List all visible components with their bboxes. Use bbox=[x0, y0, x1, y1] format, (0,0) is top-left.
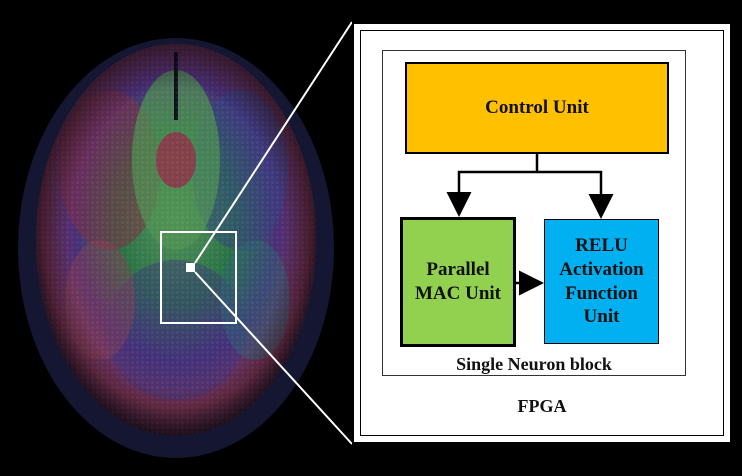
fpga-label: FPGA bbox=[517, 396, 567, 416]
relu-unit-block: RELU Activation Function Unit bbox=[544, 219, 659, 344]
neuron-marker bbox=[186, 263, 195, 272]
mac-unit-label: Parallel MAC Unit bbox=[414, 259, 502, 304]
zoom-region-box bbox=[160, 231, 237, 324]
fpga-inner-border bbox=[360, 30, 724, 436]
zoom-line-bottom bbox=[194, 271, 353, 445]
neuron-block-label: Single Neuron block bbox=[456, 354, 612, 374]
zoom-line-top bbox=[194, 21, 353, 264]
relu-unit-label: RELU Activation Function Unit bbox=[559, 235, 644, 328]
mac-unit-block: Parallel MAC Unit bbox=[400, 217, 516, 347]
arrow-control-to-relu bbox=[537, 170, 614, 219]
brain-vignette bbox=[36, 44, 316, 436]
arrow-control-to-mac bbox=[446, 154, 539, 217]
control-unit-block: Control Unit bbox=[405, 62, 669, 154]
control-unit-label: Control Unit bbox=[485, 97, 589, 119]
